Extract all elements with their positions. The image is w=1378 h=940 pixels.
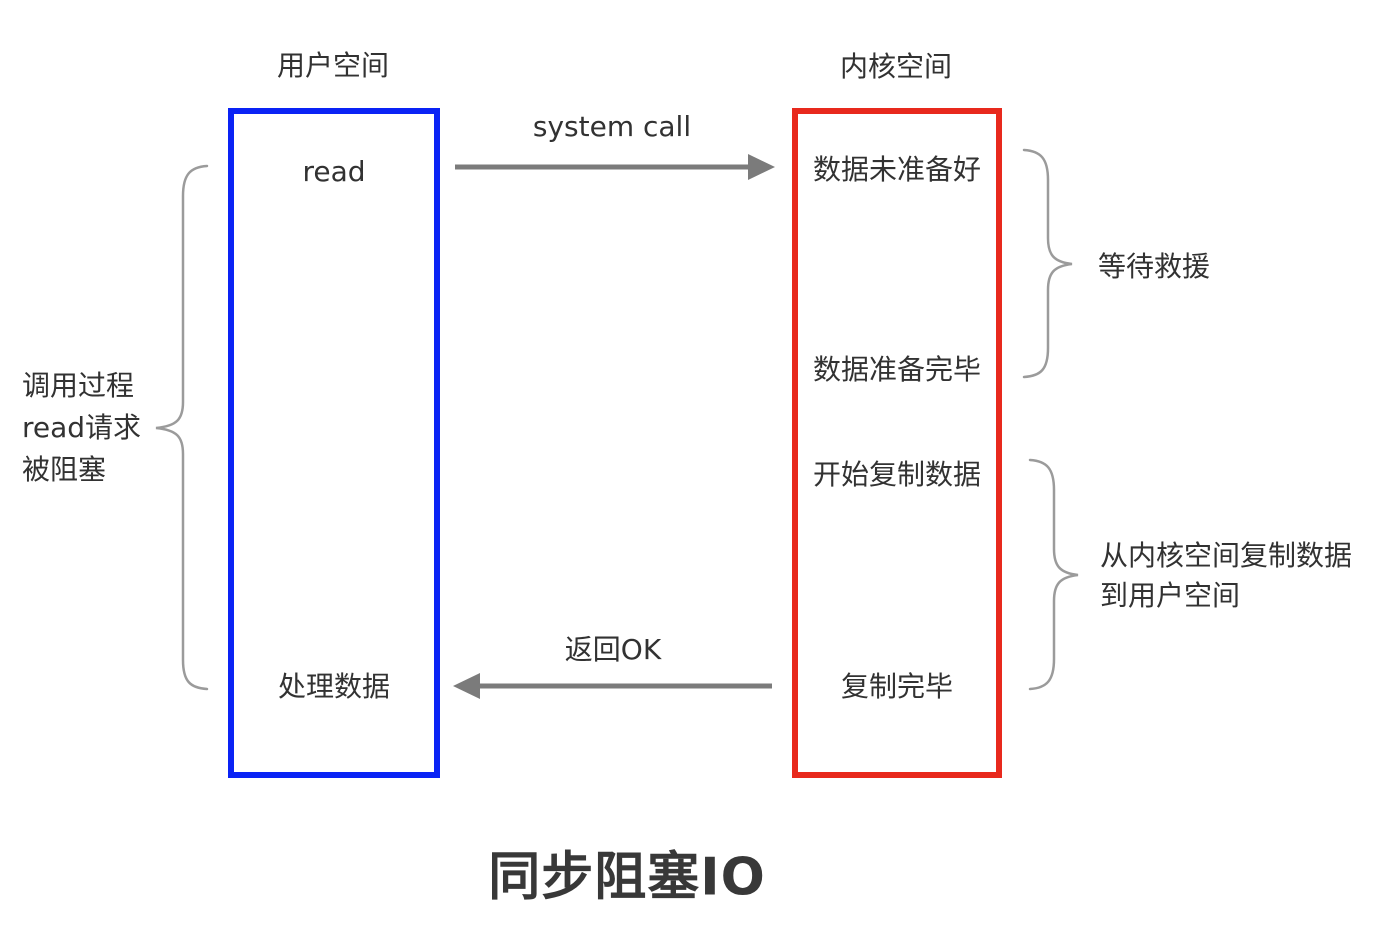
copy-brace	[1028, 458, 1079, 691]
system-call-label: system call	[532, 110, 692, 144]
process-data-node: 处理数据	[277, 670, 391, 704]
wait-brace	[1022, 148, 1073, 379]
kernel-space-label: 内核空间	[839, 50, 953, 84]
wait-note: 等待救援	[1098, 250, 1211, 284]
user-space-label: 用户空间	[276, 49, 390, 83]
read-node: read	[302, 155, 366, 189]
return-ok-label: 返回OK	[564, 633, 662, 667]
user-space-box	[228, 108, 440, 778]
return-ok-arrow	[453, 673, 772, 699]
system-call-arrow	[455, 154, 775, 180]
blocked-note: 调用过程 read请求 被阻塞	[22, 369, 142, 486]
kernel-node-copy-done: 复制完毕	[840, 670, 954, 704]
kernel-node-copy-start: 开始复制数据	[812, 458, 982, 492]
diagram-title: 同步阻塞IO	[488, 847, 766, 908]
kernel-node-data-not-ready: 数据未准备好	[812, 153, 982, 187]
copy-note: 从内核空间复制数据 到用户空间	[1100, 539, 1353, 612]
kernel-space-box	[792, 108, 1002, 778]
kernel-node-data-ready: 数据准备完毕	[812, 353, 982, 387]
blocked-brace	[155, 164, 209, 691]
